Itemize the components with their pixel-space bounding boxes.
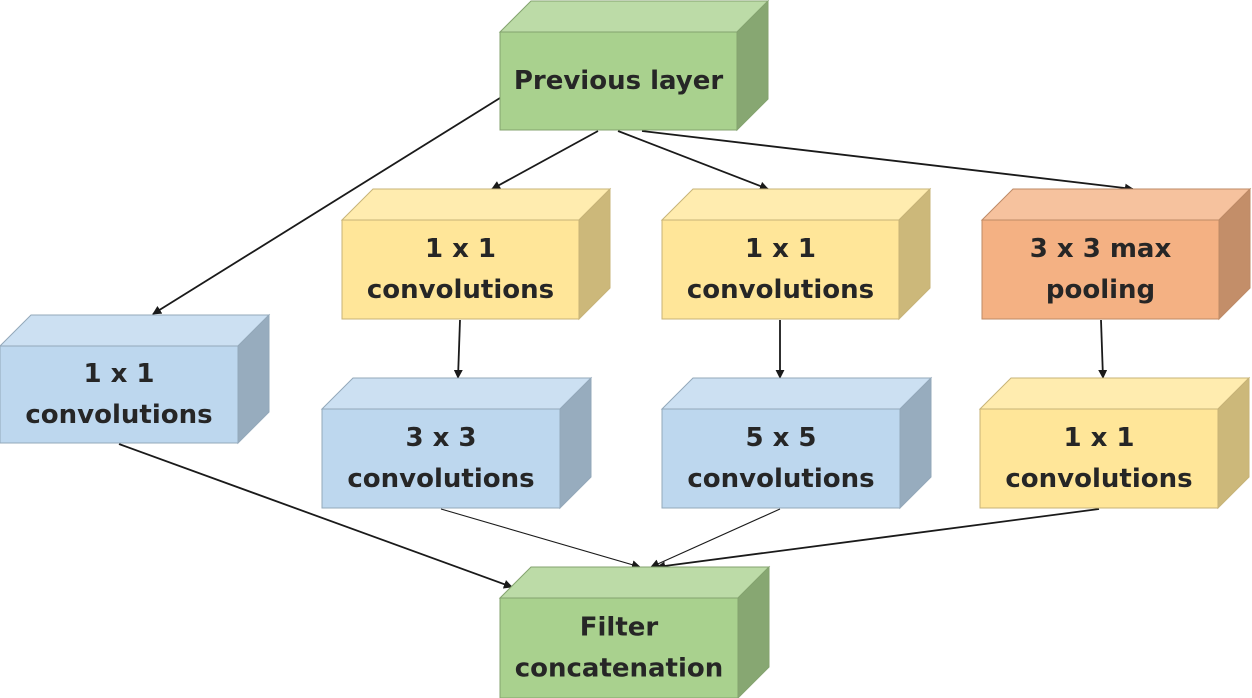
- node-conv1x1-a: 1 x 1 convolutions: [340, 187, 612, 321]
- node-label-line: pooling: [1046, 275, 1155, 305]
- arrow-previous-layer-to-maxpool-3x3: [641, 130, 1134, 193]
- node-front-face: [341, 219, 580, 320]
- arrow-previous-layer-to-conv1x1-b: [617, 130, 769, 191]
- node-conv1x1-after-pool: 1 x 1 convolutions: [978, 376, 1251, 510]
- node-label-line: convolutions: [687, 464, 874, 494]
- node-label: 1 x 1 convolutions: [25, 359, 212, 430]
- node-filter-concat: Filter concatenation: [498, 565, 771, 698]
- arrow-conv1x1-after-pool-to-filter-concat: [656, 508, 1100, 571]
- node-label-line: Previous layer: [514, 66, 724, 96]
- node-top-face: [340, 188, 612, 221]
- node-maxpool-3x3: 3 x 3 max pooling: [980, 187, 1252, 321]
- node-label-line: 5 x 5: [745, 423, 816, 453]
- node-label-line: 1 x 1: [425, 234, 496, 264]
- node-front-face: [661, 408, 901, 509]
- arrow-maxpool-3x3-to-conv1x1-after-pool: [1098, 319, 1108, 379]
- node-label: 1 x 1 convolutions: [367, 234, 554, 305]
- arrow-conv1x1-direct-to-filter-concat: [118, 443, 513, 589]
- node-front-face: [321, 408, 561, 509]
- node-label-line: convolutions: [347, 464, 534, 494]
- node-label-line: convolutions: [1005, 464, 1192, 494]
- node-label: Previous layer: [514, 66, 724, 96]
- node-label-line: 3 x 3 max: [1030, 234, 1172, 264]
- node-label-line: 3 x 3: [405, 423, 476, 453]
- node-conv5x5: 5 x 5 convolutions: [660, 376, 933, 510]
- node-top-face: [498, 0, 770, 33]
- node-label: 1 x 1 convolutions: [687, 234, 874, 305]
- node-top-face: [0, 314, 271, 347]
- arrow-conv5x5-to-filter-concat: [650, 508, 781, 568]
- node-label: 3 x 3 max pooling: [1030, 234, 1172, 305]
- node-top-face: [978, 377, 1251, 410]
- node-front-face: [499, 31, 738, 131]
- node-label: 5 x 5 convolutions: [687, 423, 874, 494]
- node-label-line: convolutions: [367, 275, 554, 305]
- node-front-face: [499, 597, 739, 698]
- node-label: 3 x 3 convolutions: [347, 423, 534, 494]
- node-top-face: [980, 188, 1252, 221]
- arrow-previous-layer-to-conv1x1-a: [491, 130, 599, 190]
- arrow-previous-layer-to-conv1x1-direct: [152, 97, 501, 315]
- node-previous-layer: Previous layer: [498, 0, 770, 132]
- node-front-face: [661, 219, 900, 320]
- arrow-conv3x3-to-filter-concat: [440, 508, 641, 570]
- arrow-conv1x1-a-to-conv3x3: [453, 319, 463, 379]
- node-label-line: 1 x 1: [83, 359, 154, 389]
- node-front-face: [979, 408, 1219, 509]
- node-conv3x3: 3 x 3 convolutions: [320, 376, 593, 510]
- node-conv1x1-direct: 1 x 1 convolutions: [0, 313, 271, 445]
- node-label-line: concatenation: [515, 653, 724, 683]
- node-label: 1 x 1 convolutions: [1005, 423, 1192, 494]
- edges-layer: [118, 97, 1134, 589]
- node-label: Filter concatenation: [515, 612, 724, 683]
- node-label-line: Filter: [580, 612, 659, 642]
- node-top-face: [660, 188, 932, 221]
- node-front-face: [981, 219, 1220, 320]
- node-top-face: [660, 377, 933, 410]
- node-conv1x1-b: 1 x 1 convolutions: [660, 187, 932, 321]
- node-label-line: convolutions: [687, 275, 874, 305]
- node-label-line: 1 x 1: [745, 234, 816, 264]
- node-front-face: [0, 345, 239, 444]
- node-label-line: convolutions: [25, 400, 212, 430]
- node-label-line: 1 x 1: [1063, 423, 1134, 453]
- node-top-face: [320, 377, 593, 410]
- node-top-face: [498, 566, 771, 599]
